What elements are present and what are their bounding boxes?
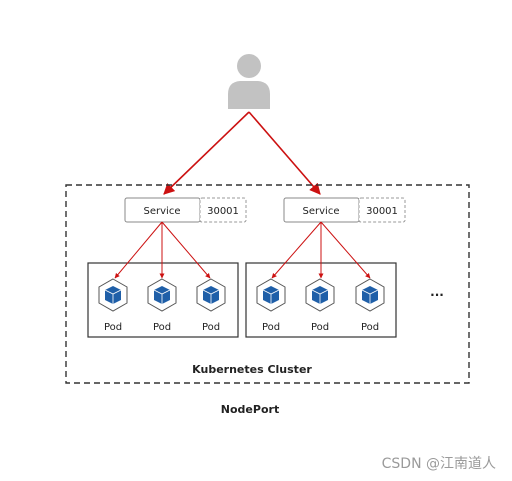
pod-label: Pod (311, 322, 329, 333)
container-cube-icon (305, 278, 335, 312)
service-to-pod-arrow (114, 221, 163, 279)
service-to-pod-arrow (161, 221, 211, 279)
node-group-2: Service 30001 Pod Pod (245, 197, 406, 338)
container-cube-icon (196, 278, 226, 312)
pod-label: Pod (153, 322, 171, 333)
user-to-service-arrow-2 (248, 111, 321, 195)
pod-3: Pod (196, 278, 226, 333)
service-label: Service (303, 206, 340, 217)
watermark: CSDN @江南道人 (382, 456, 496, 472)
container-cube-icon (355, 278, 385, 312)
pod-label: Pod (262, 322, 280, 333)
container-cube-icon (98, 278, 128, 312)
nodeport-box (199, 197, 247, 223)
diagram-title: NodePort (221, 403, 279, 416)
node-group-1: Service 30001 Pod Pod (87, 197, 247, 338)
cluster-label: Kubernetes Cluster (192, 363, 312, 376)
service-label: Service (144, 206, 181, 217)
service-to-pod-arrow (271, 221, 322, 279)
more-nodes-ellipsis: ... (430, 285, 444, 299)
user-to-service-arrow-1 (163, 111, 250, 195)
pod-label: Pod (202, 322, 220, 333)
kubernetes-cluster-boundary (65, 184, 470, 384)
container-cube-icon (256, 278, 286, 312)
pod-4: Pod (256, 278, 286, 333)
nodeport-label: 30001 (366, 206, 398, 217)
service-to-pod-arrow (320, 221, 371, 279)
pod-label: Pod (361, 322, 379, 333)
pod-2: Pod (147, 278, 177, 333)
pod-label: Pod (104, 322, 122, 333)
nodeport-label: 30001 (207, 206, 239, 217)
pod-1: Pod (98, 278, 128, 333)
user-icon (228, 54, 270, 109)
pod-5: Pod (305, 278, 335, 333)
nodeport-box (358, 197, 406, 223)
container-cube-icon (147, 278, 177, 312)
pod-6: Pod (355, 278, 385, 333)
